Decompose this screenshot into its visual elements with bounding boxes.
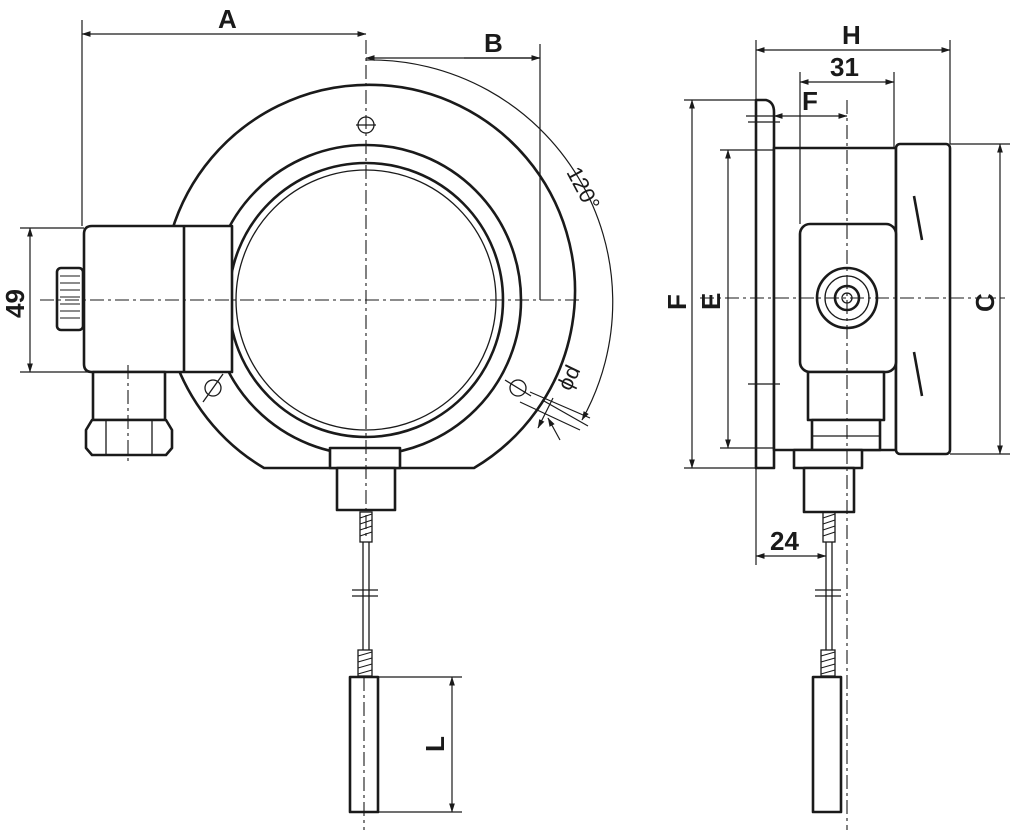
capillary-spring-top-hatch: [359, 513, 373, 537]
stem-plate: [328, 446, 402, 470]
hole-dim-line-2: [519, 401, 581, 431]
dim-f-big-label: F: [662, 294, 692, 310]
mount-hole-right: [504, 379, 532, 397]
hole-dim-arrow-1: [537, 397, 554, 429]
side-view: H 31 F F E C 24: [662, 20, 1010, 830]
side-spring-top: [822, 511, 836, 543]
side-gland: [806, 370, 886, 422]
dim-h-label: H: [842, 20, 861, 50]
bezel-glass-mark-2: [912, 351, 924, 397]
dim-49-label: 49: [0, 289, 30, 318]
hole-dim-arrow-2: [547, 417, 561, 441]
dim-l-label: L: [420, 736, 450, 752]
capillary-spring-bottom-hatch: [357, 651, 373, 675]
front-bezel: [894, 142, 952, 456]
angle-arc-120: [365, 59, 614, 421]
bezel-glass-mark-1: [912, 195, 924, 241]
hole-dim-line-1: [529, 391, 591, 419]
side-stem: [802, 466, 856, 514]
side-gland-nut: [810, 418, 882, 452]
junction-box: [82, 224, 234, 374]
gland-nut: [84, 418, 174, 457]
dim-31-label: 31: [830, 52, 859, 82]
front-view: A B 120° 49 ϕd L: [0, 4, 614, 830]
capillary-spring-top: [359, 511, 373, 543]
cable-gland: [91, 370, 167, 422]
dim-f-small-label: F: [802, 86, 818, 116]
back-flange: [754, 98, 776, 470]
side-spring-top-hatch: [822, 513, 836, 537]
side-spring-bottom-hatch: [820, 651, 836, 675]
dim-24-label: 24: [770, 526, 799, 556]
side-knob-knurl: [60, 275, 80, 319]
dim-e-label: E: [696, 293, 726, 310]
mount-hole-left: [202, 373, 224, 403]
dim-b-label: B: [484, 28, 503, 58]
side-connector-plate: [792, 448, 864, 470]
angle-label: 120°: [562, 163, 605, 215]
side-knob: [55, 266, 85, 332]
side-sensor-bulb: [811, 675, 843, 814]
dim-c-label: C: [970, 293, 1000, 312]
dim-a-label: A: [218, 4, 237, 34]
